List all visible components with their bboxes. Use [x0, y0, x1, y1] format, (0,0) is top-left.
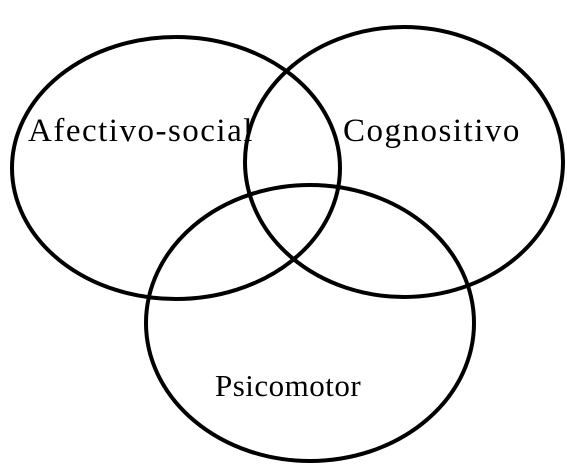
label-afectivo-social: Afectivo-social: [28, 113, 254, 149]
circle-afectivo-social: [10, 35, 342, 301]
label-cognositivo: Cognositivo: [343, 113, 521, 149]
label-psicomotor: Psicomotor: [215, 368, 361, 403]
circle-psicomotor: [144, 183, 476, 463]
circle-cognositivo: [243, 25, 565, 299]
